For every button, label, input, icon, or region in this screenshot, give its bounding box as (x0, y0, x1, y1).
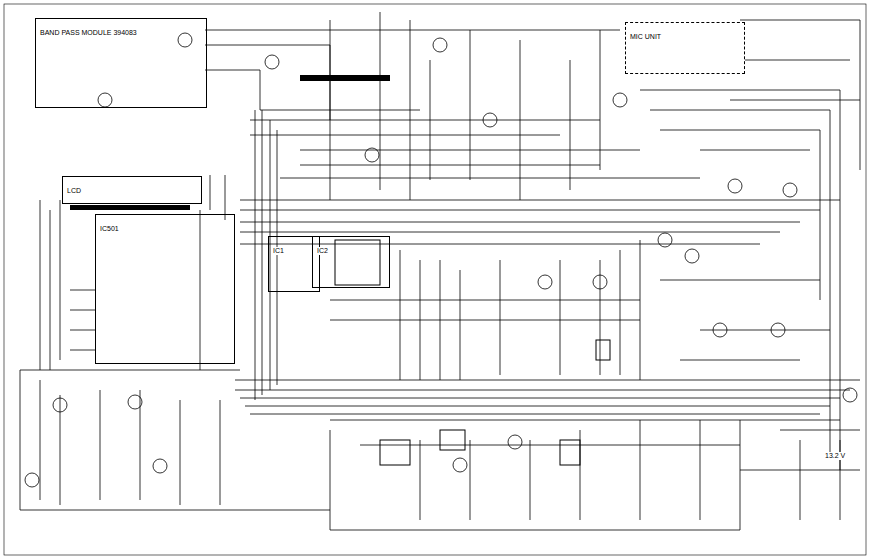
node-label: BAND PASS MODULE 394083 (39, 29, 138, 37)
module-box: BAND PASS MODULE 394083 (35, 18, 207, 108)
ic-chip: IC501 (95, 214, 235, 364)
node-label: LCD (66, 187, 82, 195)
node-label: IC1 (272, 247, 285, 255)
display-box: LCD (62, 176, 202, 204)
node-label: IC2 (316, 247, 329, 255)
sub-unit-box: MIC UNIT (625, 22, 745, 74)
voltage-label: 13.2 V (824, 452, 846, 460)
node-label: IC501 (99, 225, 120, 233)
node-label: MIC UNIT (629, 33, 662, 41)
ic-chip: IC2 (312, 236, 390, 288)
